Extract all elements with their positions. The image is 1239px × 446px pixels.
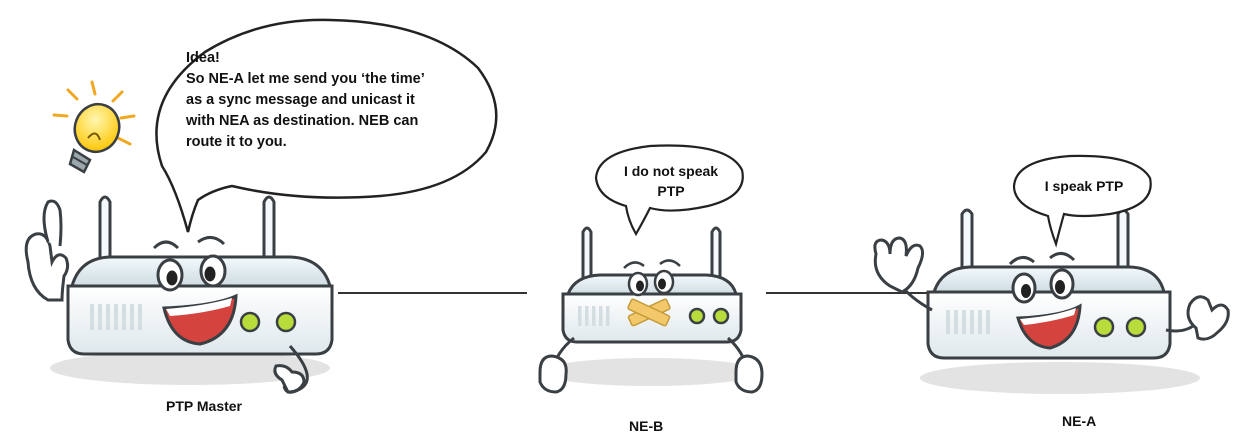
speech-text-ptp-master: Idea! So NE-A let me send you ‘the time’… <box>186 48 425 153</box>
router-ne-b <box>538 226 764 394</box>
speech-line: PTP <box>657 183 685 199</box>
speech-line: I do not speak <box>623 163 719 179</box>
speech-text-ne-b: I do not speak PTP <box>606 161 736 201</box>
speech-bubble-ptp-master <box>155 18 498 233</box>
speech-line: I speak PTP <box>1044 178 1124 194</box>
speech-line: route it to you. <box>186 134 287 150</box>
speech-text-ne-a: I speak PTP <box>1024 176 1144 196</box>
node-label-ptp-master: PTP Master <box>166 398 242 414</box>
speech-line: with NEA as destination. NEB can <box>186 113 419 129</box>
router-ptp-master <box>24 195 334 394</box>
node-label-ne-b: NE-B <box>629 418 664 434</box>
node-label-ne-a: NE-A <box>1062 413 1097 429</box>
speech-bubble-ne-a <box>1012 154 1152 248</box>
router-ne-a <box>873 208 1230 394</box>
speech-line: as a sync message and unicast it <box>186 92 415 108</box>
speech-line: Idea! <box>186 50 220 66</box>
speech-line: So NE-A let me send you ‘the time’ <box>186 71 425 87</box>
speech-bubble-ne-b <box>594 144 744 237</box>
lightbulb-icon <box>52 80 136 174</box>
